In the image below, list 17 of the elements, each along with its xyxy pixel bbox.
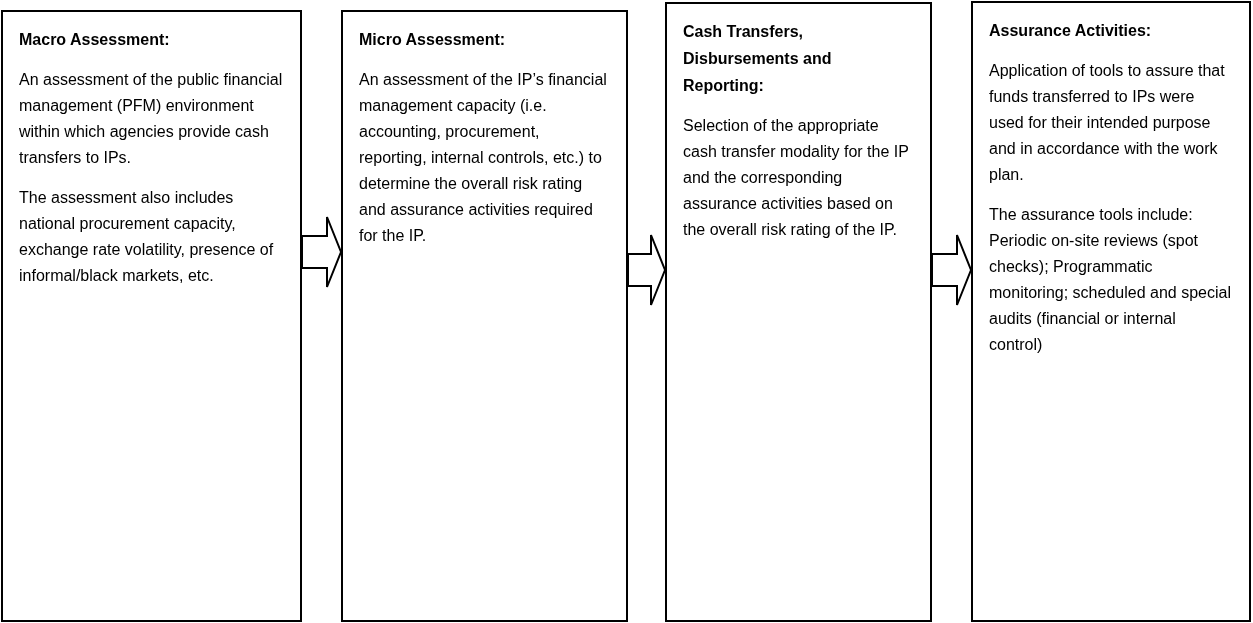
box-heading: Assurance Activities: [989,21,1153,41]
box-heading: Macro Assessment: [19,30,171,50]
box-text: The assessment also includes national procurement capacity, exchange rate volatility, presence of informal/black markets, etc. [19,188,275,286]
block-arrow [931,234,973,306]
block-arrow [627,234,667,306]
box-text: The assurance tools include: Periodic on-site reviews (spot checks); Programmatic monitoring; scheduled and special audits (financial or internal control) [989,205,1232,355]
block-arrow [301,216,343,288]
process-box [665,2,932,622]
box-text: Application of tools to assure that funds transferred to IPs were used for their intended purpose and in accordance with the work plan. [989,61,1226,185]
box-heading: Micro Assessment: [359,30,507,50]
process-box [341,10,628,622]
box-text: An assessment of the public financial management (PFM) environment within which agencies provide cash transfers to IPs. [19,70,284,168]
box-text: An assessment of the IP’s financial management capacity (i.e. accounting, procurement, reporting, internal controls, etc.) to determine the overall risk rating and assurance activities required for the IP. [359,70,608,246]
box-heading: Cash Transfers, Disbursements and Reporting: [683,22,833,96]
process-box [971,1,1251,622]
box-text: Selection of the appropriate cash transfer modality for the IP and the corresponding assurance activities based on the overall risk rating of the IP. [683,116,910,240]
process-box [1,10,302,622]
